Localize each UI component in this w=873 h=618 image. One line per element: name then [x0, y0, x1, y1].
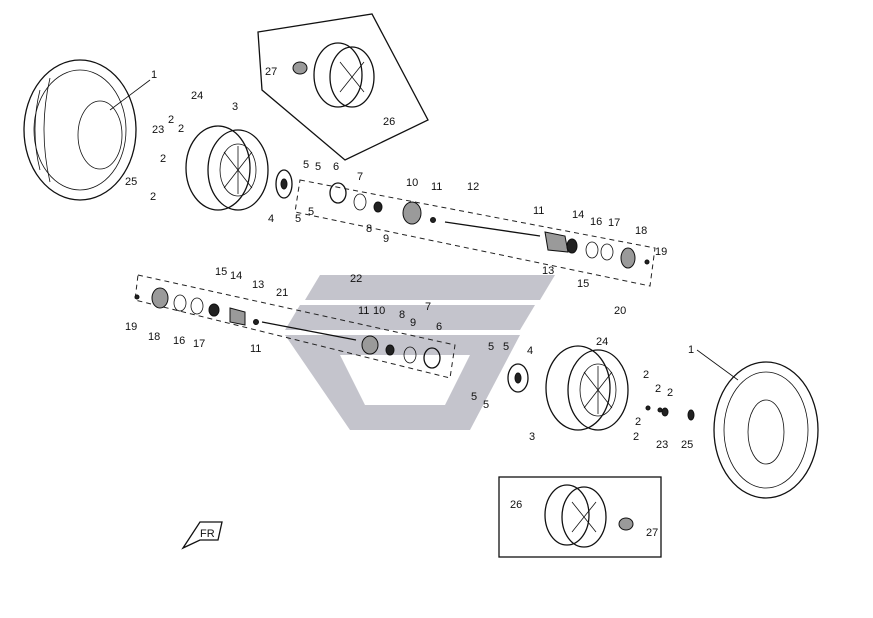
label-3-bottom: 3	[529, 431, 535, 443]
svg-text:FR: FR	[200, 528, 215, 540]
top-shaft-parts	[329, 182, 650, 269]
stylized-s-logo-icon	[285, 275, 555, 430]
label-5-top-d: 5	[308, 206, 314, 218]
label-14-top: 14	[572, 209, 584, 221]
callout-labels: 1 24 3 23 2 2 2 2 25 27 26 4 5 5 5 5 6 7…	[109, 66, 739, 539]
label-2-top-b: 2	[178, 123, 184, 135]
label-25-bottom: 25	[681, 439, 693, 451]
label-11-top-a: 11	[431, 181, 442, 193]
top-hub	[275, 169, 293, 199]
label-2-bottom-c: 2	[667, 387, 673, 399]
bottom-tire	[713, 361, 819, 499]
top-rim	[185, 125, 269, 211]
label-2-top-c: 2	[160, 153, 166, 165]
label-17-top: 17	[608, 217, 620, 229]
bottom-rim	[545, 345, 629, 431]
label-3-top: 3	[232, 101, 238, 113]
label-8-bottom: 8	[399, 309, 405, 321]
label-4-top: 4	[268, 213, 274, 225]
label-11-bottom-a: 11	[250, 343, 261, 355]
label-16-bottom: 16	[173, 335, 185, 347]
label-21: 21	[276, 287, 288, 299]
top-inset-box	[257, 13, 429, 161]
label-6-top: 6	[333, 161, 339, 173]
label-15-top: 15	[577, 278, 589, 290]
label-4-bottom: 4	[527, 345, 533, 357]
label-15-bottom: 15	[215, 266, 227, 278]
bottom-hub	[507, 363, 529, 393]
label-5-bottom-c: 5	[471, 391, 477, 403]
label-2-top-a: 2	[168, 114, 174, 126]
label-17-bottom: 17	[193, 338, 205, 350]
label-25-top: 25	[125, 176, 137, 188]
label-27-bottom: 27	[646, 527, 658, 539]
label-19-top: 19	[655, 246, 667, 258]
label-13-top: 13	[542, 265, 554, 277]
top-shaft-group-box	[294, 179, 656, 287]
label-7-bottom: 7	[425, 301, 431, 313]
front-arrow-icon: FR	[181, 521, 223, 550]
label-16-top: 16	[590, 216, 602, 228]
label-18-top: 18	[635, 225, 647, 237]
label-2-top-d: 2	[150, 191, 156, 203]
label-22: 22	[350, 273, 362, 285]
label-8-top: 8	[366, 223, 372, 235]
bottom-small-parts	[645, 405, 695, 421]
label-19-bottom: 19	[125, 321, 137, 333]
label-9-bottom: 9	[410, 317, 416, 329]
label-26-bottom: 26	[510, 499, 522, 511]
label-2-bottom-a: 2	[643, 369, 649, 381]
label-11-top-b: 11	[533, 205, 544, 217]
label-9-top: 9	[383, 233, 389, 245]
label-10-bottom: 10	[373, 305, 385, 317]
label-20: 20	[614, 305, 626, 317]
label-5-top-c: 5	[295, 213, 301, 225]
label-18-bottom: 18	[148, 331, 160, 343]
label-24-top: 24	[191, 90, 203, 102]
bottom-shaft-parts	[134, 287, 441, 369]
label-1-bottom: 1	[688, 344, 694, 356]
label-24-bottom: 24	[596, 336, 608, 348]
top-tire	[23, 59, 137, 201]
label-5-bottom-b: 5	[503, 341, 509, 353]
label-5-top-b: 5	[315, 161, 321, 173]
label-13-bottom: 13	[252, 279, 264, 291]
label-26-top: 26	[383, 116, 395, 128]
label-5-top-a: 5	[303, 159, 309, 171]
label-12-top: 12	[467, 181, 479, 193]
label-2-bottom-d: 2	[635, 416, 641, 428]
bottom-shaft-group-box	[134, 274, 456, 379]
label-5-bottom-d: 5	[483, 399, 489, 411]
label-7-top: 7	[357, 171, 363, 183]
label-14-bottom: 14	[230, 270, 242, 282]
label-2-bottom-e: 2	[633, 431, 639, 443]
label-11-bottom-b: 11	[358, 305, 369, 317]
label-2-bottom-b: 2	[655, 383, 661, 395]
label-10-top: 10	[406, 177, 418, 189]
label-1-top: 1	[151, 69, 157, 81]
label-27-top: 27	[265, 66, 277, 78]
bottom-inset-box	[498, 476, 662, 558]
label-23-bottom: 23	[656, 439, 668, 451]
label-5-bottom-a: 5	[488, 341, 494, 353]
label-6-bottom: 6	[436, 321, 442, 333]
label-23-top: 23	[152, 124, 164, 136]
